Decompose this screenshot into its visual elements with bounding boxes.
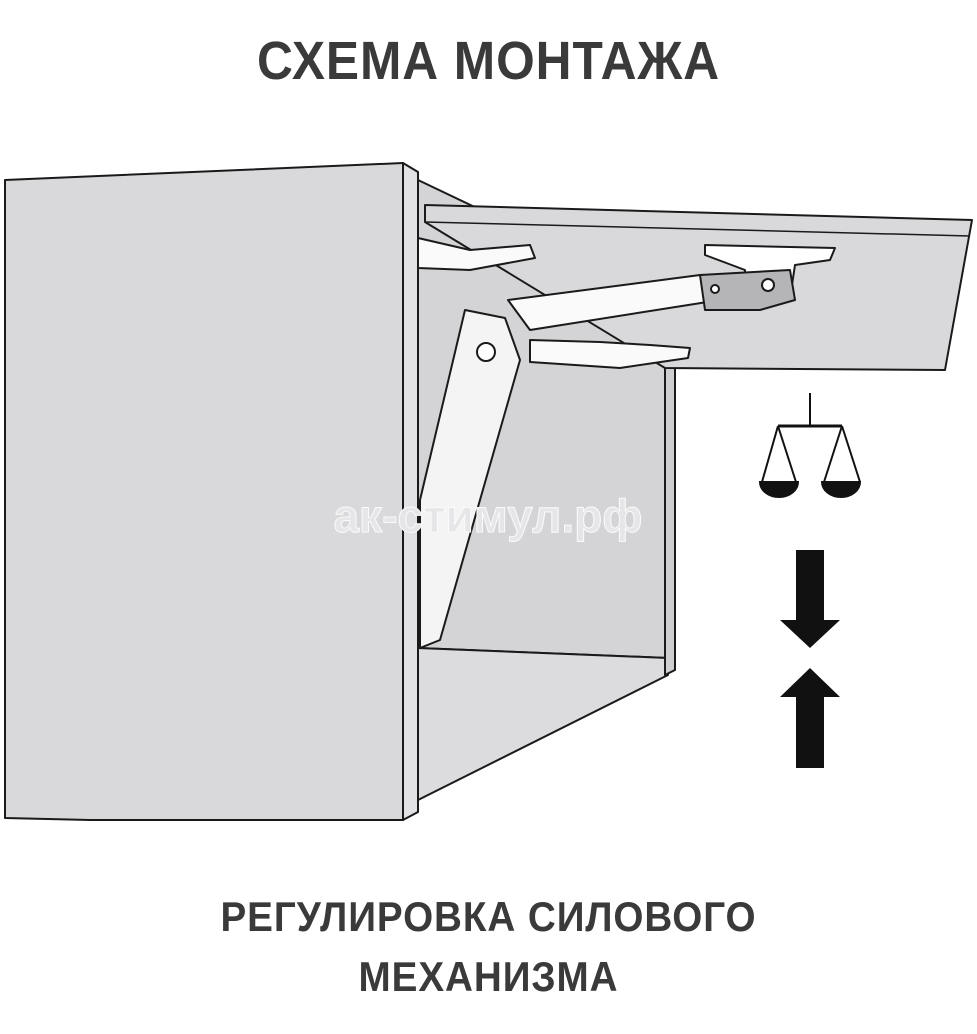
- lift-arm-adjust-screw: [476, 342, 496, 362]
- arrow-up-icon: [780, 668, 840, 768]
- hinge-lower: [529, 339, 691, 369]
- door-edge-line: [424, 221, 971, 237]
- diagram-title: СХЕМА МОНТАЖА: [256, 31, 721, 91]
- bracket-rivet: [710, 284, 720, 294]
- balance-scale-icon: [758, 393, 862, 498]
- bracket-pivot: [761, 278, 775, 292]
- watermark: ак-стимул.рф: [333, 490, 642, 542]
- caption-line-1: РЕГУЛИРОВКА СИЛОВОГО: [220, 893, 757, 940]
- cabinet-right-wall: [664, 367, 676, 676]
- arrow-down-icon: [780, 550, 840, 648]
- caption-line-2: МЕХАНИЗМА: [358, 953, 619, 1000]
- lift-arm-housing: [419, 309, 521, 649]
- cabinet-bottom-shelf: [417, 647, 669, 801]
- hinge-upper: [417, 237, 536, 271]
- cabinet-side-face: [4, 162, 404, 821]
